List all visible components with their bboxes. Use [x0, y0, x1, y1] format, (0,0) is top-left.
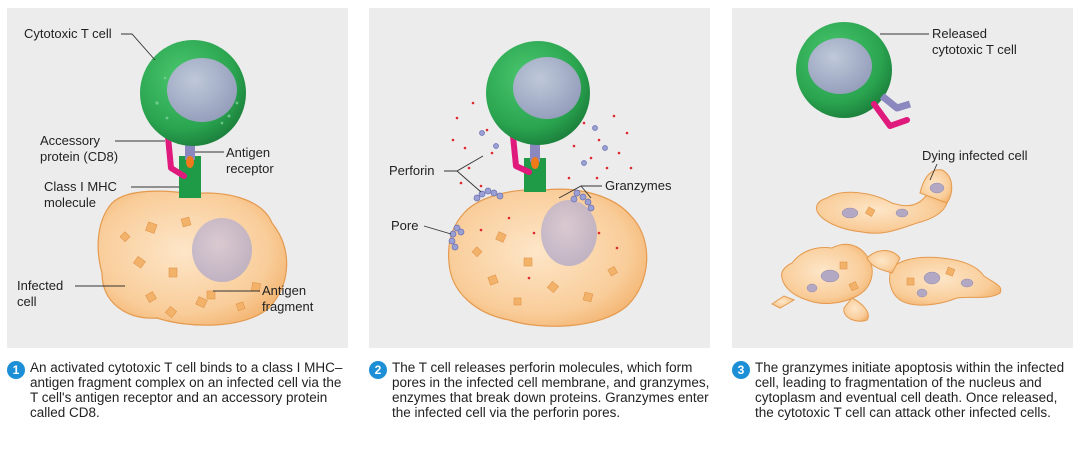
label-released-line1: Released	[932, 26, 987, 41]
step-2-badge: 2	[369, 361, 387, 379]
perforin-molecules	[479, 125, 608, 166]
infected-cell	[97, 190, 288, 326]
nucleus-fragments	[806, 182, 974, 298]
caption-step-2-text: The T cell releases perforin molecules, …	[392, 360, 710, 420]
label-antigen-receptor-line2: receptor	[226, 161, 274, 176]
label-pore: Pore	[391, 218, 418, 233]
panel-binding: Cytotoxic T cell Accessory protein (CD8)…	[7, 8, 348, 348]
label-infected-line1: Infected	[17, 278, 63, 293]
label-accessory-line2: protein (CD8)	[40, 149, 118, 164]
panel-apoptosis: Released cytotoxic T cell Dying infected…	[732, 8, 1073, 348]
t-cell-nucleus	[167, 58, 237, 122]
step-1-badge: 1	[7, 361, 25, 379]
label-antigen-receptor-line1: Antigen	[226, 145, 270, 160]
label-mhc-line1: Class I MHC	[44, 179, 117, 194]
infected-cell-nucleus	[192, 218, 252, 282]
infected-cell-nucleus	[541, 200, 597, 266]
label-accessory-line1: Accessory	[40, 133, 100, 148]
dying-cell-fragments	[771, 169, 1002, 322]
antigen-peptide	[186, 156, 194, 168]
label-infected-line2: cell	[17, 294, 37, 309]
label-dying-infected-cell: Dying infected cell	[922, 148, 1028, 163]
released-receptor	[879, 93, 912, 112]
caption-step-3-text: The granzymes initiate apoptosis within …	[755, 360, 1065, 420]
label-granzymes: Granzymes	[605, 178, 672, 193]
released-cd8	[871, 101, 910, 129]
mhc-molecule	[179, 166, 201, 198]
caption-step-3: 3 The granzymes initiate apoptosis withi…	[732, 360, 1073, 420]
caption-step-2: 2 The T cell releases perforin molecules…	[369, 360, 710, 420]
label-perforin: Perforin	[389, 163, 435, 178]
step-3-badge: 3	[732, 361, 750, 379]
label-released-line2: cytotoxic T cell	[932, 42, 1017, 57]
label-mhc-line2: molecule	[44, 195, 96, 210]
infected-cell-with-pores	[447, 188, 648, 327]
perforin-illustration: Perforin Granzymes Pore	[389, 41, 672, 327]
perforin-pores	[448, 187, 595, 251]
binding-illustration: Cytotoxic T cell Accessory protein (CD8)…	[17, 26, 314, 326]
t-cell-nucleus	[513, 57, 581, 119]
caption-step-1-text: An activated cytotoxic T cell binds to a…	[30, 360, 343, 420]
label-fragment-line1: Antigen	[262, 283, 306, 298]
caption-step-1: 1 An activated cytotoxic T cell binds to…	[7, 360, 348, 420]
released-t-cell-nucleus	[808, 38, 872, 94]
panel-perforin-release: Perforin Granzymes Pore	[369, 8, 710, 348]
label-cytotoxic-t-cell: Cytotoxic T cell	[24, 26, 112, 41]
label-fragment-line2: fragment	[262, 299, 314, 314]
apoptosis-illustration: Released cytotoxic T cell Dying infected…	[771, 22, 1028, 322]
granzyme-particles	[451, 101, 633, 188]
cd8-protein	[164, 123, 187, 179]
antigen-fragments	[119, 216, 261, 319]
